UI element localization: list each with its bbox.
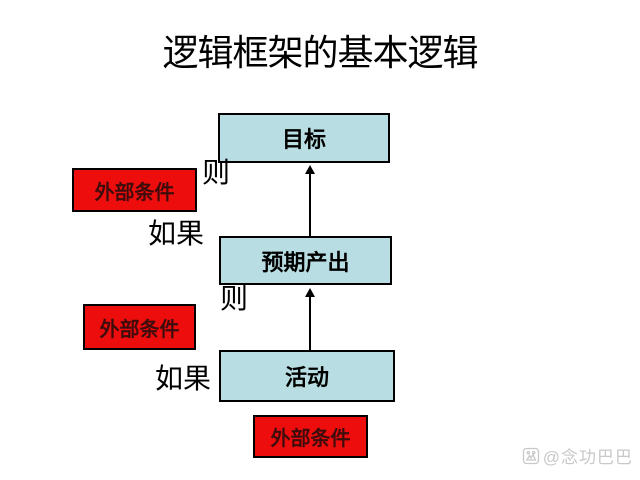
goal-box: 目标: [218, 113, 390, 163]
activity-box-label: 活动: [284, 365, 329, 390]
external-condition-box-3: 外部条件: [253, 415, 368, 458]
if-label-2: 如果: [155, 364, 212, 395]
expected-output-box-label: 预期产出: [261, 249, 350, 275]
external-condition-box-1: 外部条件: [72, 168, 197, 212]
arrow-activity-to-output-icon: [304, 288, 316, 350]
external-condition-box-2: 外部条件: [83, 304, 196, 350]
then-label-2: 则: [220, 284, 249, 315]
expected-output-box: 预期产出: [219, 236, 392, 285]
then-label-1: 则: [202, 158, 231, 189]
arrowhead-up-icon: [305, 165, 315, 174]
external-condition-label-2: 外部条件: [99, 318, 180, 341]
arrow-shaft: [309, 173, 311, 236]
watermark-text: @念功巴巴: [542, 448, 633, 467]
arrowhead-up-icon: [305, 288, 315, 297]
if-label-1: 如果: [148, 219, 205, 250]
page-title: 逻辑框架的基本逻辑: [162, 33, 478, 73]
external-condition-label-3: 外部条件: [270, 428, 351, 450]
arrow-shaft: [309, 296, 311, 350]
goal-box-label: 目标: [281, 127, 326, 152]
arrow-output-to-goal-icon: [304, 165, 316, 236]
activity-box: 活动: [219, 350, 395, 402]
paw-logo-icon: [522, 447, 539, 464]
external-condition-label-1: 外部条件: [94, 181, 175, 204]
watermark: @念功巴巴: [522, 443, 633, 468]
